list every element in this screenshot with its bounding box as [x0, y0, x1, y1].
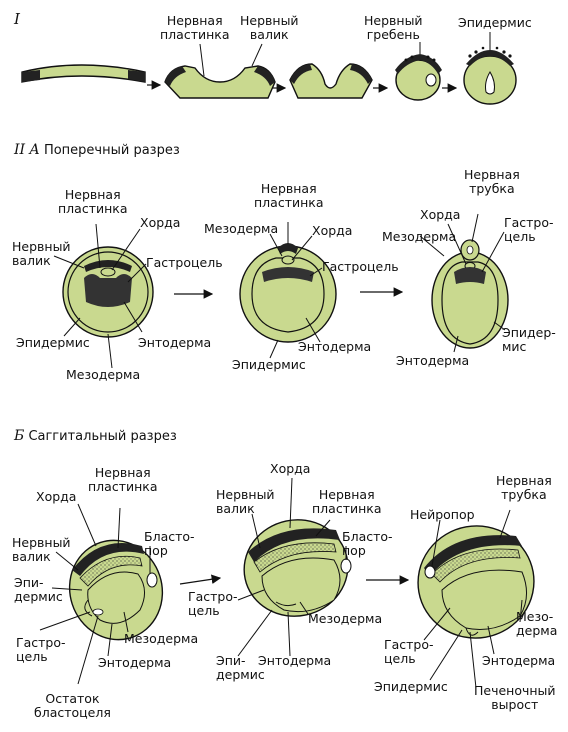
- label-bc-endoderm: Энтодерма: [482, 653, 556, 668]
- label-iib-mesoderm: Мезодерма: [204, 221, 279, 236]
- label-iia-gastrocoel: Гастроцель: [146, 255, 223, 270]
- label-bb-mesoderm: Мезодерма: [308, 611, 383, 626]
- label-ba-chord: Хорда: [36, 489, 77, 504]
- label-iia-mesoderm: Мезодерма: [66, 367, 141, 382]
- sagittal-section-b: [243, 519, 352, 617]
- label-iia-chord: Хорда: [140, 215, 181, 230]
- label-bb-blastopore: Бласто-пор: [342, 529, 393, 558]
- label-bc-mesoderm: Мезо-дерма: [516, 609, 558, 638]
- section-b-header: Б Саггитальный разрез: [14, 428, 177, 444]
- label-bb-endoderm: Энтодерма: [258, 653, 332, 668]
- cross-section-c: [431, 239, 509, 349]
- stage-5-tube: [463, 46, 517, 105]
- stage-2-neural-plate: [164, 65, 276, 99]
- label-ba-blastopore: Бласто-пор: [144, 529, 195, 558]
- label-iic-mesoderm: Мезодерма: [382, 229, 457, 244]
- label-iic-gastrocoel: Гастро-цель: [504, 215, 554, 244]
- label-iib-gastrocoel: Гастроцель: [322, 259, 399, 274]
- label-iic-chord: Хорда: [420, 207, 461, 222]
- label-i-epidermis: Эпидермис: [458, 15, 532, 30]
- sagittal-section-a: [68, 539, 164, 641]
- label-ba-gastrocoel: Гастро-цель: [16, 635, 66, 664]
- section-i-label: I: [14, 10, 20, 28]
- label-iib-chord: Хорда: [312, 223, 353, 238]
- label-bc-neuropore: Нейропор: [410, 507, 475, 522]
- stage-3-neural-groove: [289, 63, 373, 99]
- stage-4-crest: [395, 54, 442, 101]
- label-iia-epidermis: Эпидермис: [16, 335, 90, 350]
- label-ba-epidermis: Эпи-дермис: [14, 575, 63, 604]
- sagittal-section-c: [417, 525, 535, 639]
- section-ii-header: II А Поперечный разрез: [14, 142, 180, 158]
- label-iic-epidermis: Эпидер-мис: [502, 325, 556, 354]
- label-bb-epidermis: Эпи-дермис: [216, 653, 265, 682]
- label-ba-endoderm: Энтодерма: [98, 655, 172, 670]
- label-ba-mesoderm: Мезодерма: [124, 631, 199, 646]
- label-iib-endoderm: Энтодерма: [298, 339, 372, 354]
- label-iic-endoderm: Энтодерма: [396, 353, 470, 368]
- cross-section-a: [62, 246, 154, 338]
- label-bc-epidermis: Эпидермис: [374, 679, 448, 694]
- label-bb-gastrocoel: Гастро-цель: [188, 589, 238, 618]
- label-bc-gastrocoel: Гастро-цель: [384, 637, 434, 666]
- arrow-b-1: [179, 574, 222, 585]
- cross-section-b: [239, 243, 337, 343]
- label-iia-endoderm: Энтодерма: [138, 335, 212, 350]
- label-bb-chord: Хорда: [270, 461, 311, 476]
- stage-1-flat-plate: [21, 64, 146, 83]
- label-iib-epidermis: Эпидермис: [232, 357, 306, 372]
